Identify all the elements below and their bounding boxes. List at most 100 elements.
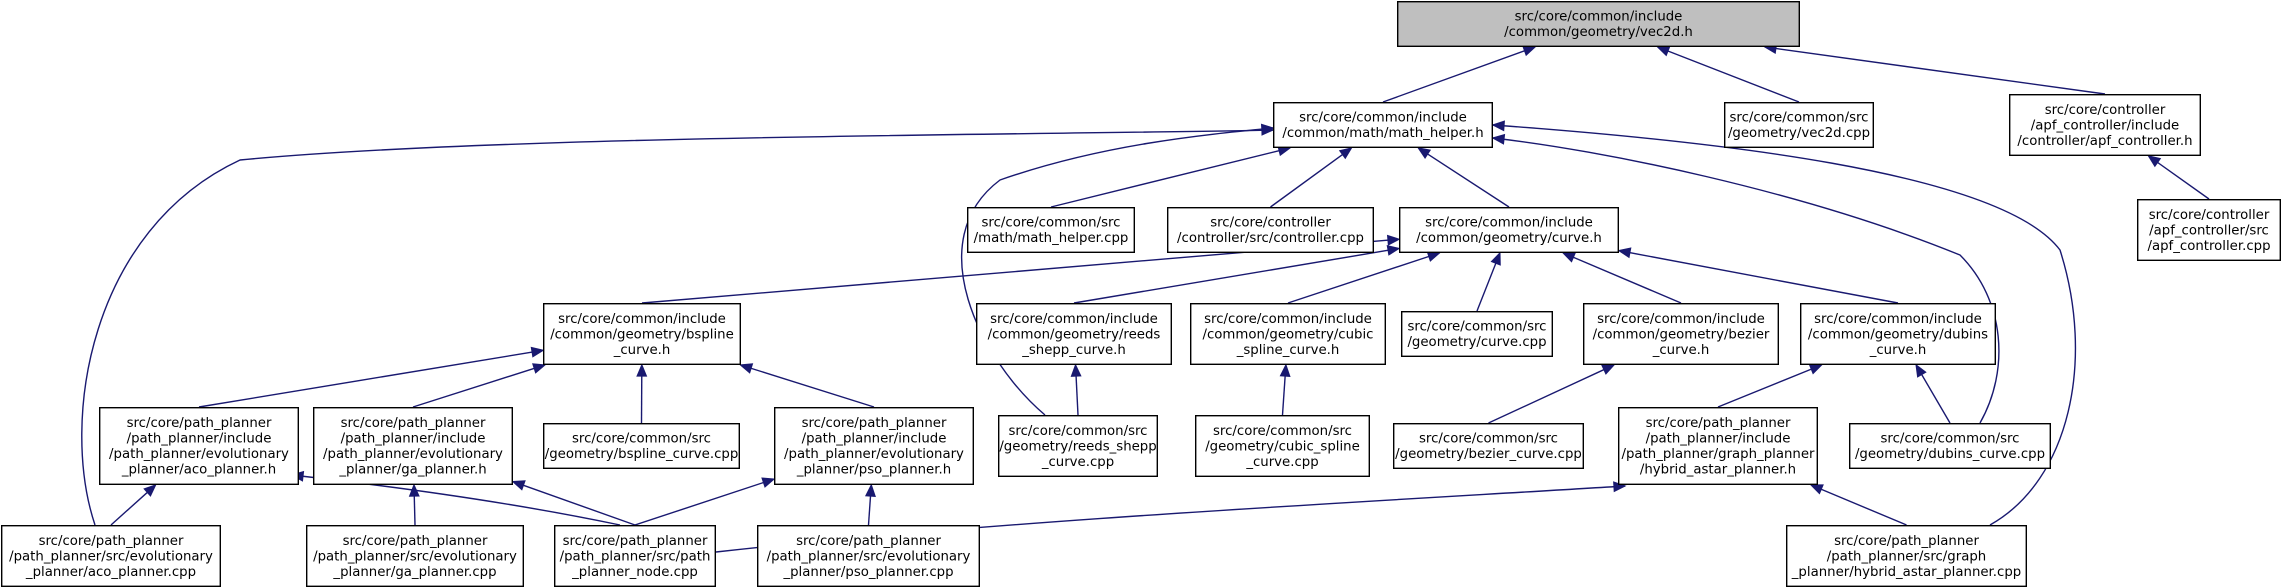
dependency-edges: [81, 43, 2210, 553]
arrowhead-icon: [408, 483, 420, 497]
node-pso_planner_h[interactable]: src/core/path_planner/path_planner/inclu…: [774, 407, 975, 486]
node-box: [1272, 101, 1493, 148]
node-reeds_shepp_curve_h[interactable]: src/core/common/include/common/geometry/…: [976, 303, 1173, 366]
node-box: [1, 525, 222, 587]
node-label-line: _curve.h: [1652, 343, 1710, 358]
node-label-line: _curve.cpp: [1041, 455, 1114, 470]
arrowhead-icon: [1417, 147, 1432, 159]
node-label-line: _curve.h: [1869, 343, 1927, 358]
node-label-line: _planner/pso_planner.cpp: [782, 565, 953, 580]
edge-curve_h-to-math_helper_h: [1417, 147, 1510, 208]
node-label-line: /common/geometry/cubic: [1203, 327, 1374, 342]
node-bspline_curve_h[interactable]: src/core/common/include/common/geometry/…: [543, 303, 742, 366]
node-label-line: src/core/path_planner: [802, 416, 947, 431]
node-dubins_curve_h[interactable]: src/core/common/include/common/geometry/…: [1799, 303, 1996, 366]
node-curve_cpp[interactable]: src/core/common/src/geometry/curve.cpp: [1400, 311, 1553, 358]
edge-hybrid_astar_planner_cpp-to-math_helper_h: [1491, 120, 2077, 526]
node-box: [543, 303, 742, 366]
node-aco_planner_h[interactable]: src/core/path_planner/path_planner/inclu…: [98, 407, 300, 486]
node-label-line: /common/geometry/dubins: [1808, 327, 1988, 342]
node-vec2d_cpp[interactable]: src/core/common/src/geometry/vec2d.cpp: [1723, 101, 1874, 148]
edge-cubic_spline_curve_h-to-curve_h: [1287, 251, 1441, 304]
node-label-line: /controller/apf_controller.h: [2017, 134, 2192, 149]
arrowhead-icon: [1808, 364, 1824, 375]
node-hybrid_astar_planner_h[interactable]: src/core/path_planner/path_planner/inclu…: [1617, 407, 1818, 486]
edge-ga_planner_cpp-to-ga_planner_h: [408, 483, 420, 526]
node-label-line: src/core/controller: [2149, 208, 2270, 223]
node-label-line: src/core/common/include: [1814, 312, 1982, 327]
node-label-line: /geometry/cubic_spline: [1205, 439, 1360, 454]
node-box: [2136, 198, 2281, 261]
edge-pso_planner_cpp-to-pso_planner_h: [864, 483, 876, 526]
node-label-line: /common/math/math_helper.h: [1282, 126, 1483, 141]
edge-bezier_curve_h-to-curve_h: [1561, 252, 1682, 304]
node-label-line: src/core/common/include: [1204, 312, 1372, 327]
node-cubic_spline_curve_h[interactable]: src/core/common/include/common/geometry/…: [1189, 303, 1386, 366]
edge-bspline_curve_cpp-to-bspline_curve_h: [636, 363, 648, 424]
node-label-line: /apf_controller.cpp: [2147, 239, 2270, 254]
node-label-line: /hybrid_astar_planner.h: [1640, 463, 1796, 478]
node-box: [1392, 423, 1584, 470]
node-bezier_curve_h[interactable]: src/core/common/include/common/geometry/…: [1582, 303, 1779, 366]
node-box: [1723, 101, 1874, 148]
node-label-line: /path_planner/include: [802, 432, 947, 447]
node-box: [976, 303, 1173, 366]
node-label-line: _planner/aco_planner.cpp: [25, 565, 196, 580]
node-pso_planner_cpp[interactable]: src/core/path_planner/path_planner/src/e…: [757, 525, 981, 587]
node-box: [2008, 93, 2201, 156]
node-label-line: /geometry/bspline_curve.cpp: [545, 447, 739, 462]
edge-path_planner_node_cpp-to-ga_planner_h: [511, 480, 636, 526]
node-box: [1400, 311, 1553, 358]
edge-vec2d_cpp-to-vec2d_h: [1656, 46, 1800, 103]
node-label-line: /path_planner/include: [341, 432, 486, 447]
node-apf_controller_h[interactable]: src/core/controller/apf_controller/inclu…: [2008, 93, 2201, 156]
node-path_planner_node_cpp[interactable]: src/core/path_planner/path_planner/src/p…: [554, 525, 717, 587]
edge-reeds_shepp_curve_cpp-to-reeds_shepp_curve_h: [1070, 363, 1082, 416]
node-controller_cpp[interactable]: src/core/controller/controller/src/contr…: [1166, 206, 1374, 253]
node-aco_planner_cpp[interactable]: src/core/path_planner/path_planner/src/e…: [1, 525, 222, 587]
node-label-line: _planner/hybrid_astar_planner.cpp: [1791, 565, 2021, 580]
node-ga_planner_cpp[interactable]: src/core/path_planner/path_planner/src/e…: [306, 525, 525, 587]
node-dubins_curve_cpp[interactable]: src/core/common/src/geometry/dubins_curv…: [1848, 423, 2051, 470]
node-bspline_curve_cpp[interactable]: src/core/common/src/geometry/bspline_cur…: [543, 423, 741, 470]
node-cubic_spline_curve_cpp[interactable]: src/core/common/src/geometry/cubic_splin…: [1194, 415, 1370, 478]
node-label-line: _curve.cpp: [1245, 455, 1318, 470]
node-label-line: src/core/common/include: [1425, 216, 1593, 231]
node-label-line: /common/geometry/bspline: [550, 327, 734, 342]
node-label-line: /common/geometry/reeds: [988, 327, 1161, 342]
node-label-line: /path_planner/include: [1646, 432, 1791, 447]
node-hybrid_astar_planner_cpp[interactable]: src/core/path_planner/path_planner/src/g…: [1785, 525, 2027, 587]
node-label-line: src/core/path_planner: [341, 416, 486, 431]
node-label-line: src/core/common/include: [1597, 312, 1765, 327]
edge-aco_planner_cpp-to-aco_planner_h: [110, 483, 157, 526]
node-curve_h[interactable]: src/core/common/include/common/geometry/…: [1398, 206, 1619, 253]
edge-hybrid_astar_planner_h-to-dubins_curve_h: [1717, 364, 1824, 408]
node-label-line: /path_planner/src/evolutionary: [767, 549, 971, 564]
node-label-line: /math/math_helper.cpp: [974, 231, 1129, 246]
arrowhead-icon: [761, 477, 776, 488]
edge-aco_planner_h-to-bspline_curve_h: [198, 346, 545, 408]
node-box: [1194, 415, 1370, 478]
edge-cubic_spline_curve_cpp-to-cubic_spline_curve_h: [1279, 363, 1291, 416]
node-label-line: src/core/common/include: [990, 312, 1158, 327]
node-label-line: src/core/common/src: [1419, 432, 1558, 447]
edge-reeds_shepp_curve_h-to-curve_h: [1073, 244, 1401, 304]
node-box: [757, 525, 981, 587]
edge-pso_planner_h-to-bspline_curve_h: [739, 363, 875, 408]
node-ga_planner_h[interactable]: src/core/path_planner/path_planner/inclu…: [313, 407, 514, 486]
node-reeds_shepp_curve_cpp[interactable]: src/core/common/src/geometry/reeds_shepp…: [998, 415, 1159, 478]
node-math_helper_cpp[interactable]: src/core/common/src/math/math_helper.cpp: [967, 206, 1136, 253]
node-label-line: src/core/path_planner: [563, 534, 708, 549]
arrowhead-icon: [1260, 123, 1275, 135]
node-bezier_curve_cpp[interactable]: src/core/common/src/geometry/bezier_curv…: [1392, 423, 1584, 470]
node-label-line: src/core/path_planner: [343, 534, 488, 549]
arrowhead-icon: [1561, 252, 1577, 263]
arrowhead-icon: [1279, 363, 1291, 377]
arrowhead-icon: [1338, 147, 1353, 160]
arrowhead-icon: [1490, 251, 1501, 266]
edge-reeds_shepp_curve_cpp-to-math_helper_h: [960, 123, 1275, 416]
node-box: [1166, 206, 1374, 253]
node-apf_controller_cpp[interactable]: src/core/controller/apf_controller/src/a…: [2136, 198, 2281, 261]
node-label-line: /path_planner/src/graph: [1827, 549, 1986, 564]
node-math_helper_h[interactable]: src/core/common/include/common/math/math…: [1272, 101, 1493, 148]
